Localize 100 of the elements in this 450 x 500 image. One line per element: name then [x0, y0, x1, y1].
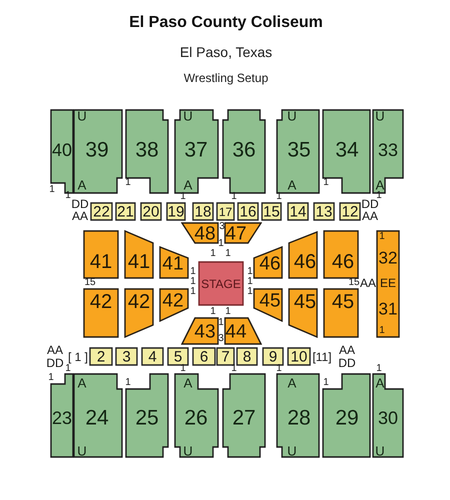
section-number: 41	[128, 252, 150, 272]
row-number: 1	[218, 318, 224, 328]
row-number: 1	[379, 232, 385, 242]
row-letter: U	[287, 110, 297, 122]
floor-section	[90, 202, 113, 221]
row-letter: A	[288, 178, 296, 192]
section-number: 17	[218, 206, 232, 218]
row-number: 15	[348, 278, 360, 288]
seating-section	[276, 373, 320, 458]
row-number: 1	[125, 378, 131, 388]
row-number: 1	[225, 307, 231, 317]
seating-section	[125, 109, 169, 194]
section-number: 24	[85, 408, 109, 428]
seating-section	[174, 109, 219, 194]
floor-section	[115, 347, 138, 366]
section-number: 27	[232, 408, 256, 428]
seating-section	[181, 317, 219, 345]
row-letter: U	[287, 444, 297, 458]
section-number: [11]	[312, 351, 332, 363]
seating-section	[276, 109, 320, 194]
seating-section	[376, 230, 400, 338]
section-number: 10	[290, 350, 308, 364]
section-number: 42	[162, 292, 184, 310]
seating-section	[224, 317, 262, 345]
seating-section	[124, 230, 154, 279]
section-number: [ 1 ]	[68, 351, 88, 363]
row-number: 1	[190, 267, 196, 277]
row-number: 1	[218, 239, 224, 249]
row-number: 3	[219, 222, 225, 232]
seating-section	[288, 288, 318, 338]
row-letter: A	[184, 178, 192, 192]
section-number: 8	[242, 350, 252, 364]
row-letter: AA	[47, 344, 63, 356]
section-number: 5	[174, 350, 182, 364]
section-number: 26	[184, 408, 208, 428]
section-number: 46	[294, 252, 316, 272]
row-letter: U	[375, 110, 385, 122]
section-number: 41	[90, 252, 112, 272]
section-number: 4	[148, 350, 157, 364]
seating-section	[253, 288, 283, 322]
row-letter: AA	[72, 210, 88, 222]
section-number: 19	[168, 204, 184, 220]
section-number: 41	[162, 254, 184, 274]
stage-label: STAGE	[201, 278, 241, 290]
seating-section	[125, 373, 169, 458]
section-number: 45	[259, 292, 281, 310]
section-number: 2	[96, 350, 106, 364]
floor-section	[192, 347, 216, 366]
section-number: 33	[378, 141, 398, 159]
section-number: 45	[332, 292, 354, 312]
row-letter: A	[78, 178, 86, 192]
row-number: 1	[210, 307, 216, 317]
row-letter: A	[78, 376, 86, 390]
row-letter: U	[77, 110, 87, 122]
seating-section	[159, 288, 189, 322]
floor-section	[262, 347, 284, 366]
section-number: 31	[378, 300, 398, 318]
row-number: 1	[180, 364, 186, 374]
section-number: 15	[263, 204, 280, 220]
section-number: 21	[117, 204, 134, 220]
row-number: 15	[84, 278, 96, 288]
section-number: 46	[332, 252, 354, 272]
section-number: 12	[342, 204, 358, 220]
floor-section	[141, 347, 164, 366]
section-number: 48	[194, 224, 216, 244]
row-letter: U	[77, 444, 87, 458]
seating-section	[159, 246, 189, 279]
row-letter: DD	[361, 198, 379, 210]
row-number: 3	[218, 334, 224, 344]
row-number: 1	[247, 277, 253, 287]
row-number: 1	[190, 287, 196, 297]
floor-section	[287, 347, 311, 366]
section-number: 45	[294, 292, 316, 312]
section-number: 9	[268, 350, 278, 364]
row-number: 1	[247, 287, 253, 297]
section-number: 22	[93, 204, 110, 220]
seating-section	[323, 230, 359, 279]
row-letter: DD	[338, 357, 356, 369]
row-letter: DD	[71, 198, 89, 210]
section-number: 42	[90, 292, 112, 312]
row-number: 1	[276, 364, 282, 374]
seating-section	[372, 373, 404, 458]
section-number: 14	[290, 204, 306, 220]
floor-section	[236, 347, 258, 366]
seating-section	[83, 230, 119, 279]
seating-section	[222, 109, 266, 194]
row-letter: A	[184, 376, 192, 390]
section-number: 47	[225, 224, 247, 244]
row-letter: AA	[362, 210, 378, 222]
row-letter: U	[375, 444, 385, 458]
row-letter: A	[376, 376, 384, 390]
section-number: 39	[85, 140, 109, 160]
section-number: 34	[335, 140, 359, 160]
row-number: 1	[65, 364, 71, 374]
row-number: 1	[376, 364, 382, 374]
section-number: 40	[52, 141, 72, 159]
section-number: 35	[287, 140, 311, 160]
section-number: 16	[240, 204, 256, 220]
row-number: 1	[48, 373, 54, 383]
section-number: 29	[335, 408, 359, 428]
